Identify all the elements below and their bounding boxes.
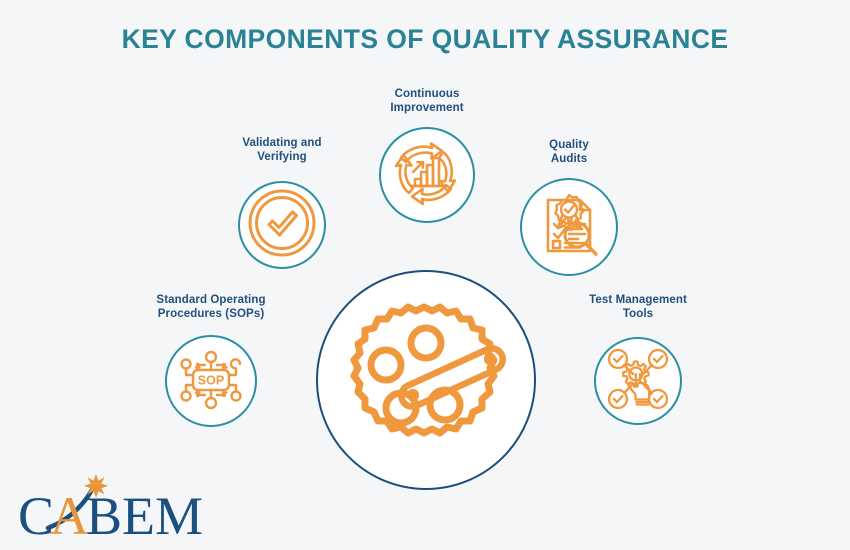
test-tools-gear-hand-icon <box>602 343 674 420</box>
node-circle-test-management-tools[interactable] <box>594 337 682 425</box>
logo-letter-c: C <box>18 486 54 544</box>
logo-letters-bem: BEM <box>86 486 203 544</box>
sprocket-crank-gear-icon <box>333 285 519 476</box>
checkmark-badge-icon <box>245 186 319 265</box>
audit-document-magnifier-icon <box>532 188 606 267</box>
center-hub-circle[interactable] <box>316 270 536 490</box>
page-title: KEY COMPONENTS OF QUALITY ASSURANCE <box>121 24 729 54</box>
node-circle-standard-operating-procedures[interactable]: SOP <box>165 335 257 427</box>
node-circle-quality-audits[interactable] <box>520 178 618 276</box>
node-circle-validating-and-verifying[interactable] <box>238 181 326 269</box>
cabem-logo[interactable]: C A BEM <box>14 474 214 546</box>
node-label-standard-operating-procedures: Standard Operating Procedures (SOPs) <box>156 294 266 320</box>
cycle-arrows-bar-chart-icon <box>388 134 466 217</box>
starburst-icon <box>84 474 108 498</box>
sop-circuit-node-icon: SOP <box>173 341 249 422</box>
logo-letter-a: A <box>50 486 89 544</box>
svg-text:SOP: SOP <box>198 373 224 387</box>
node-label-test-management-tools: Test Management Tools <box>589 294 687 320</box>
node-circle-continuous-improvement[interactable] <box>379 127 475 223</box>
node-label-validating-and-verifying: Validating and Verifying <box>242 137 322 163</box>
node-label-continuous-improvement: Continuous Improvement <box>390 88 464 114</box>
node-label-quality-audits: Quality Audits <box>549 139 589 165</box>
